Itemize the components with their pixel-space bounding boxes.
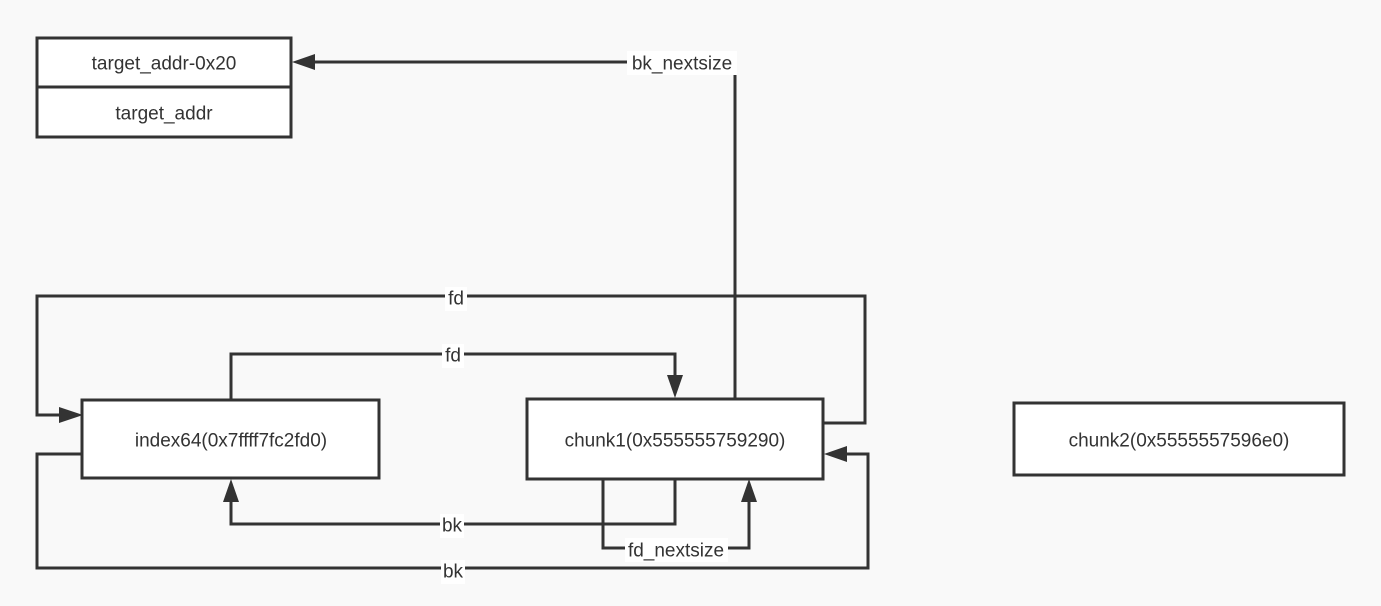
node-target-addr-0x20-label: target_addr-0x20 xyxy=(92,54,237,75)
edge-bk-outer-arrowhead xyxy=(824,446,847,462)
node-chunk1-box xyxy=(525,397,825,481)
node-index64: index64(0x7ffff7fc2fd0) xyxy=(80,398,381,480)
edge-fd-inner: fd xyxy=(229,344,683,400)
edge-bk-nextsize: bk_nextsize xyxy=(292,51,737,398)
node-target-addr: target_addr-0x20 target_addr xyxy=(35,36,293,139)
edge-fd-nextsize-arrowhead xyxy=(741,479,757,502)
node-index64-box xyxy=(80,398,381,480)
edge-fd-nextsize: fd_nextsize xyxy=(601,479,757,562)
node-chunk2: chunk2(0x5555557596e0) xyxy=(1012,401,1346,477)
edge-bk-nextsize-line xyxy=(314,60,737,398)
edge-bk-outer-label: bk xyxy=(443,562,464,583)
edge-bk-inner: bk xyxy=(223,479,677,538)
node-index64-label: index64(0x7ffff7fc2fd0) xyxy=(135,431,327,452)
node-target-addr-0x20 xyxy=(35,36,293,89)
node-chunk2-label: chunk2(0x5555557596e0) xyxy=(1069,431,1290,452)
node-chunk2-box xyxy=(1012,401,1346,477)
edge-bk-outer-label-bg xyxy=(441,560,465,584)
edge-fd-inner-label-bg xyxy=(442,344,464,368)
edge-bk-nextsize-label: bk_nextsize xyxy=(632,54,732,75)
node-chunk1: chunk1(0x555555759290) xyxy=(525,397,825,481)
edge-fd-nextsize-label: fd_nextsize xyxy=(628,541,724,562)
edge-fd-outer: fd xyxy=(35,287,867,425)
edge-bk-inner-label: bk xyxy=(442,516,463,537)
node-chunk1-label: chunk1(0x555555759290) xyxy=(565,431,786,452)
edge-fd-outer-arrowhead xyxy=(59,407,83,423)
edge-fd-inner-arrowhead xyxy=(667,375,683,398)
node-target-addr-field-label: target_addr xyxy=(115,104,213,125)
edge-bk-outer: bk xyxy=(35,446,870,584)
node-target-addr-field xyxy=(35,85,293,139)
edge-fd-nextsize-label-bg xyxy=(625,538,728,562)
edge-fd-outer-label: fd xyxy=(448,289,464,310)
edge-bk-nextsize-arrowhead xyxy=(292,54,315,70)
edge-fd-inner-label: fd xyxy=(445,346,461,367)
edge-bk-inner-arrowhead xyxy=(223,479,239,502)
edge-bk-inner-label-bg xyxy=(440,514,464,538)
edge-fd-outer-label-bg xyxy=(445,287,467,311)
edge-bk-nextsize-label-bg xyxy=(627,51,737,75)
